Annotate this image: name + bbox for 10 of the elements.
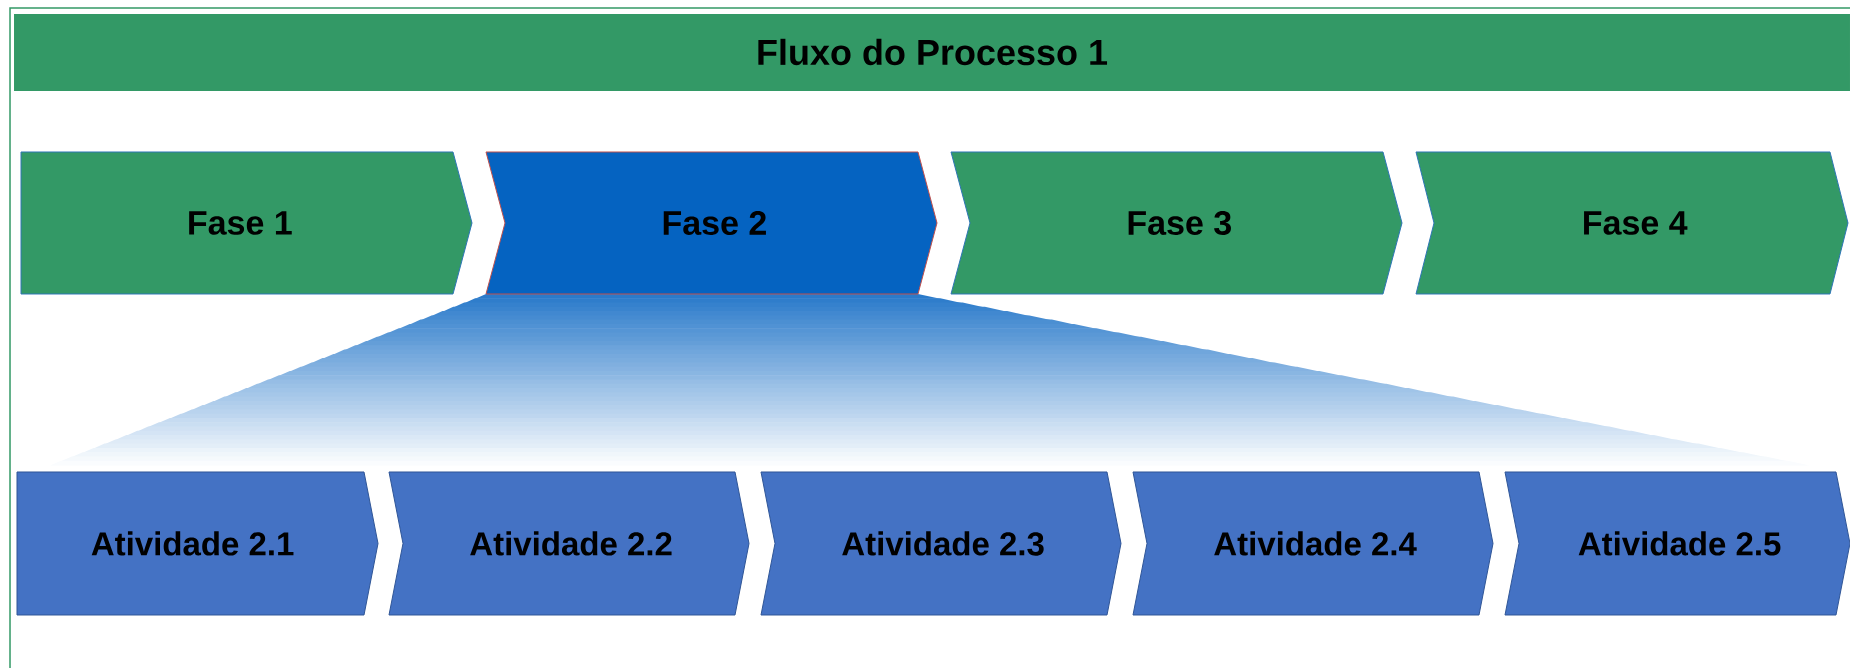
activity-box: Atividade 2.2 xyxy=(388,471,750,616)
activity-box: Atividade 2.5 xyxy=(1504,471,1850,616)
phase-box: Fase 3 xyxy=(950,151,1403,295)
phase-box: Fase 2 xyxy=(485,151,938,295)
phase-box: Fase 4 xyxy=(1415,151,1849,295)
phase-box: Fase 1 xyxy=(20,151,473,295)
activity-box: Atividade 2.1 xyxy=(16,471,379,616)
activity-box: Atividade 2.3 xyxy=(760,471,1122,616)
activity-box: Atividade 2.4 xyxy=(1132,471,1494,616)
title-banner: Fluxo do Processo 1 xyxy=(14,14,1850,91)
